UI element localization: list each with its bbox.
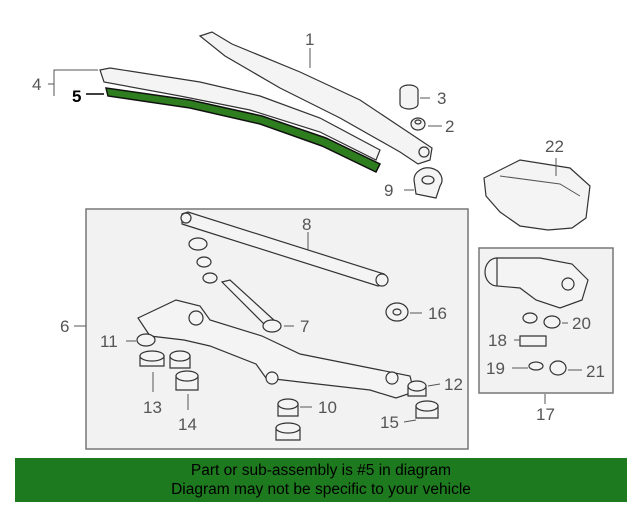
cap-9 [413, 167, 443, 199]
link-rod-8 [180, 211, 389, 287]
callout-11: 11 [100, 332, 118, 351]
callout-17: 17 [536, 405, 555, 424]
linkage-frame [137, 299, 415, 399]
callout-20: 20 [572, 314, 591, 333]
wiper-blade-assembly [99, 67, 381, 161]
bushing-14 [169, 350, 199, 391]
banner-line-2: Diagram may not be specific to your vehi… [171, 481, 471, 498]
callout-14: 14 [178, 415, 197, 434]
nut-20 [543, 315, 561, 329]
link-7 [220, 279, 282, 333]
bushing-13 [139, 350, 165, 367]
nut-2 [410, 117, 426, 131]
callout-6: 6 [60, 317, 69, 336]
bushing-stack [188, 237, 218, 284]
callout-16: 16 [428, 304, 447, 323]
blade-refill-highlighted [105, 87, 382, 173]
callout-3: 3 [437, 89, 446, 108]
callout-21: 21 [586, 362, 605, 381]
callout-12: 12 [444, 375, 463, 394]
callout-15: 15 [380, 413, 399, 432]
callout-9: 9 [384, 181, 393, 200]
bushing-15 [415, 400, 439, 419]
callout-8: 8 [302, 215, 311, 234]
banner-line-1: Part or sub-assembly is #5 in diagram [190, 462, 452, 479]
callout-22: 22 [545, 137, 564, 156]
bushing-11 [136, 333, 156, 347]
callout-7: 7 [300, 317, 309, 336]
motor-cover-22 [483, 159, 591, 231]
callout-2: 2 [445, 117, 454, 136]
callout-5-highlighted: 5 [72, 87, 81, 106]
grommet-16 [385, 302, 409, 322]
callout-1: 1 [305, 30, 314, 49]
washer-19 [528, 361, 544, 371]
bushing-3 [399, 84, 419, 110]
bushing-18 [519, 312, 547, 347]
leader-lines [48, 48, 582, 423]
callout-4: 4 [32, 75, 41, 94]
wiper-arm [198, 31, 433, 165]
bushing-12 [407, 380, 427, 397]
wiper-motor [484, 257, 589, 309]
callout-10: 10 [318, 398, 337, 417]
bushing-21 [549, 360, 567, 376]
callout-13: 13 [143, 398, 162, 417]
bushing-10 [275, 398, 301, 441]
callout-18: 18 [488, 331, 507, 350]
fitment-banner: Part or sub-assembly is #5 in diagram Di… [15, 458, 627, 502]
callout-19: 19 [486, 359, 505, 378]
